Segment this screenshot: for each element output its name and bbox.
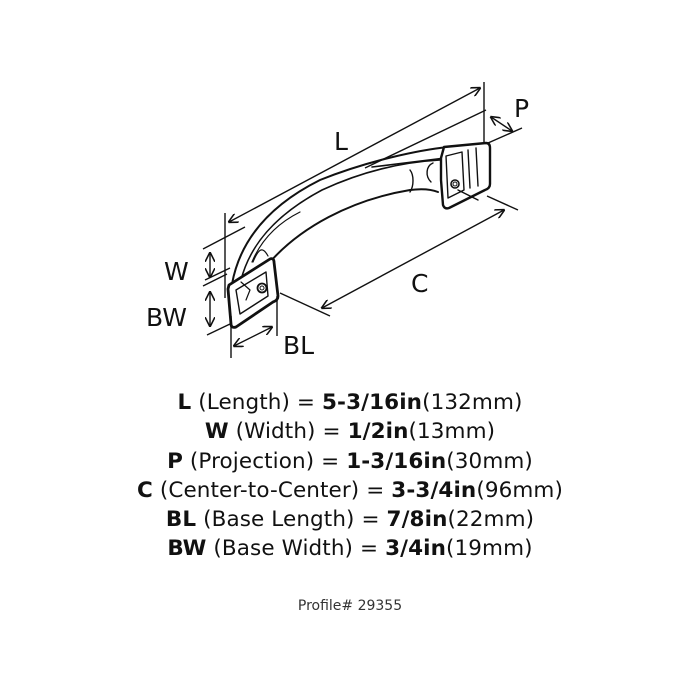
- label-C: C: [411, 269, 428, 298]
- spec-description: (Base Length): [203, 507, 355, 533]
- spec-imperial: 3/4in: [385, 536, 447, 562]
- spec-base-width: BW (Base Width) = 3/4in(19mm): [0, 534, 700, 563]
- label-P: P: [514, 94, 529, 123]
- spec-metric: (22mm): [447, 507, 535, 533]
- spec-width: W (Width) = 1/2in(13mm): [0, 417, 700, 446]
- spec-imperial: 7/8in: [386, 507, 448, 533]
- spec-projection: P (Projection) = 1-3/16in(30mm): [0, 447, 700, 476]
- spec-equals: =: [322, 419, 341, 445]
- handle-drawing: [226, 141, 492, 329]
- spec-code: P: [167, 448, 183, 474]
- spec-description: (Width): [235, 419, 316, 445]
- label-BL: BL: [283, 331, 314, 360]
- spec-metric: (19mm): [446, 536, 533, 562]
- dimension-lines: [202, 82, 523, 358]
- spec-code: W: [204, 419, 229, 445]
- spec-equals: =: [360, 536, 379, 562]
- spec-imperial: 1/2in: [347, 419, 409, 445]
- spec-equals: =: [321, 448, 340, 474]
- spec-metric: (132mm): [422, 390, 523, 415]
- spec-imperial: 3-3/4in: [391, 477, 477, 503]
- spec-description: (Projection): [189, 448, 315, 474]
- spec-code: BW: [167, 536, 207, 562]
- spec-imperial: 5-3/16in: [321, 390, 423, 415]
- spec-equals: =: [296, 390, 316, 415]
- spec-description: (Center-to-Center): [159, 477, 360, 503]
- spec-metric: (96mm): [476, 477, 563, 503]
- spec-imperial: 1-3/16in: [346, 448, 447, 474]
- spec-code: L: [177, 390, 192, 415]
- spec-code: BL: [165, 507, 197, 533]
- spec-description: (Base Width): [213, 536, 354, 562]
- spec-description: (Length): [198, 390, 290, 415]
- spec-equals: =: [361, 507, 380, 533]
- spec-base-length: BL (Base Length) = 7/8in(22mm): [0, 505, 700, 534]
- spec-center-to-center: C (Center-to-Center) = 3-3/4in(96mm): [0, 476, 700, 505]
- label-BW: BW: [146, 303, 187, 332]
- spec-metric: (30mm): [446, 448, 533, 474]
- label-L: L: [334, 127, 348, 156]
- handle-dimension-diagram: L P C W BW BL: [146, 82, 529, 360]
- label-W: W: [164, 257, 189, 286]
- spec-length: L (Length) = 5-3/16in(132mm): [0, 388, 700, 417]
- specifications-list: L (Length) = 5-3/16in(132mm) W (Width) =…: [0, 388, 700, 564]
- profile-number: Profile# 29355: [297, 598, 403, 614]
- spec-equals: =: [366, 477, 385, 503]
- spec-metric: (13mm): [408, 419, 496, 445]
- spec-code: C: [137, 477, 153, 503]
